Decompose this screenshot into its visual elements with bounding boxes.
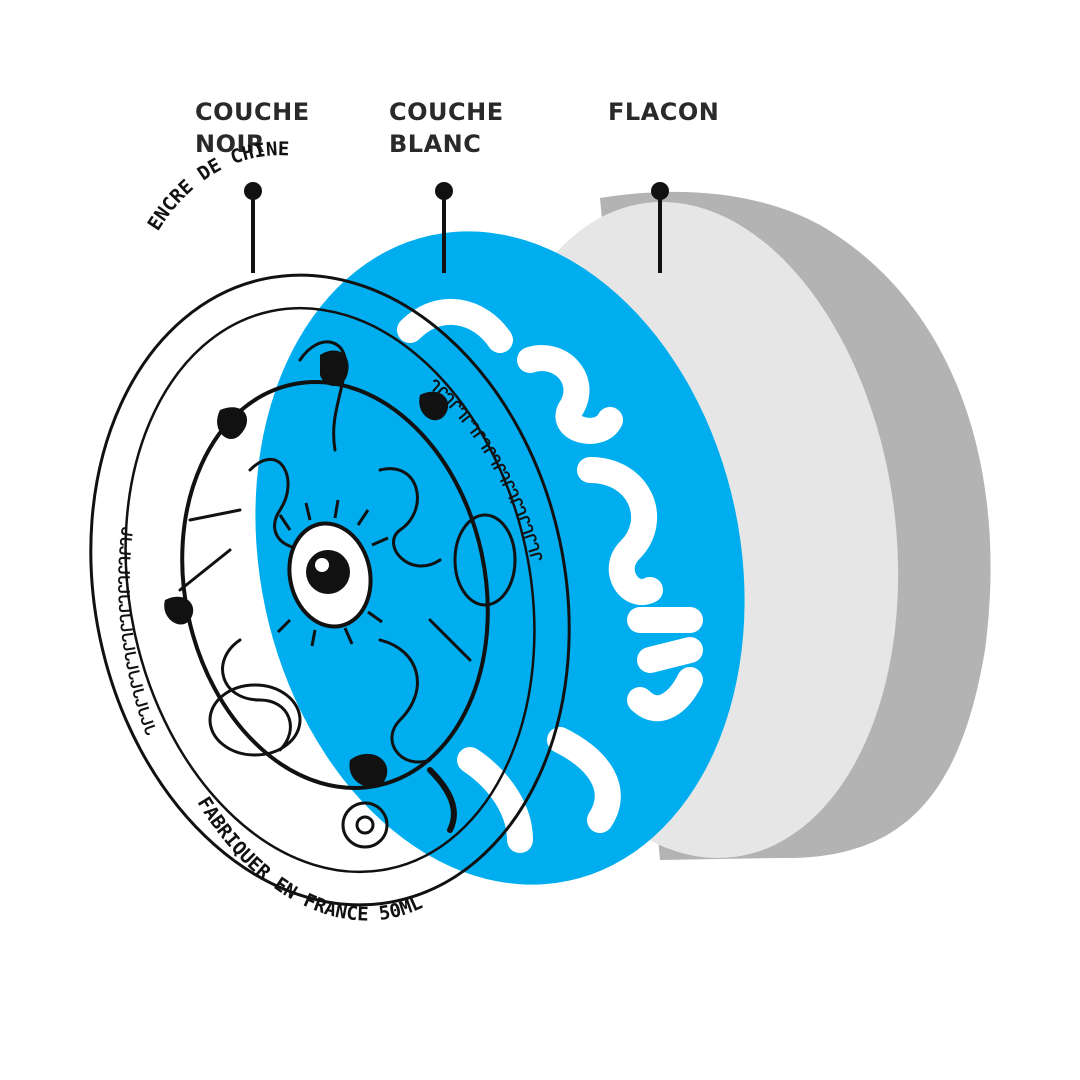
noir-blob-1	[320, 350, 349, 386]
noir-tentacle-6	[427, 767, 457, 833]
blanc-stroke-3	[577, 457, 663, 605]
noir-small-eye	[341, 801, 389, 849]
noir-tentacle-3	[221, 638, 292, 752]
noir-central-eye	[276, 499, 389, 647]
noir-small-eye-pupil	[355, 815, 375, 835]
noir-lines	[178, 508, 472, 662]
label-couche-blanc-line2: BLANC	[389, 130, 482, 158]
label-flacon-line1: FLACON	[608, 98, 720, 126]
noir-tentacle-4	[378, 638, 432, 764]
label-couche-noir-line1: COUCHE	[195, 98, 310, 126]
noir-illustration	[164, 340, 517, 849]
noir-inner-ring	[124, 306, 536, 874]
noir-ring-pattern-left: ᒉᒋᒉᒋᒉᒋᒉᒋᒉᒋᒉᒋᒉᒋᒉᒋᒉᒋᒉᒋᒉᒋ	[115, 526, 160, 738]
noir-outer-ring	[89, 273, 571, 907]
couche-blanc-layer	[255, 182, 745, 885]
noir-blob-5	[164, 596, 194, 625]
blanc-print-pattern	[397, 299, 703, 853]
noir-blob-2	[217, 407, 248, 439]
label-couche-noir-line2: NOIR	[195, 130, 265, 158]
noir-face-left	[208, 683, 302, 757]
blanc-stroke-2	[517, 345, 623, 444]
label-couche-noir: COUCHE NOIR	[195, 96, 310, 160]
noir-tentacle-2	[378, 467, 442, 568]
noir-ring-top-text: ENCRE DE CHINE	[143, 138, 289, 234]
blanc-stroke-1	[397, 299, 513, 353]
noir-face-right	[453, 513, 517, 607]
noir-blob-4	[349, 753, 388, 788]
blanc-stroke-6	[457, 747, 533, 853]
label-couche-blanc: COUCHE BLANC	[389, 96, 504, 160]
blanc-stroke-5	[547, 727, 621, 833]
label-couche-blanc-line1: COUCHE	[389, 98, 504, 126]
noir-blob-3	[419, 391, 449, 421]
blanc-stroke-4	[627, 607, 703, 722]
label-flacon: FLACON	[608, 96, 719, 128]
blanc-disc	[255, 231, 745, 885]
